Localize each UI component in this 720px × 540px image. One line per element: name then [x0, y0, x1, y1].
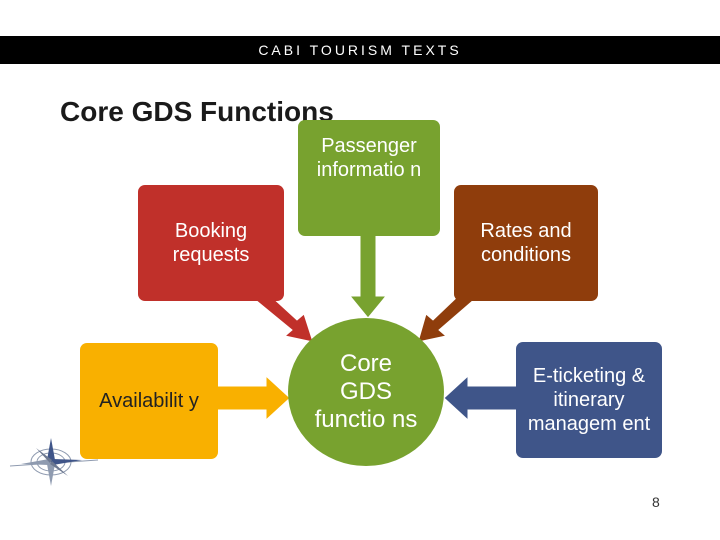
- header-banner: CABI TOURISM TEXTS: [0, 36, 720, 64]
- eticketing-label: E-ticketing & itinerary managem ent: [527, 365, 651, 435]
- availability-box: Availabilit y: [80, 343, 218, 459]
- rates-conditions-box: Rates and conditions: [454, 185, 598, 301]
- booking-arrow: [251, 297, 314, 343]
- slide-title: Core GDS Functions: [60, 96, 334, 127]
- passenger-information-box: Passenger informatio n: [298, 120, 440, 236]
- rates-arrow: [417, 297, 478, 343]
- rates-conditions-label: Rates and conditions: [480, 220, 572, 266]
- banner-text: CABI TOURISM TEXTS: [258, 42, 462, 58]
- passenger-arrow: [348, 231, 388, 319]
- page-number: 8: [652, 494, 660, 510]
- eticketing-box: E-ticketing & itinerary managem ent: [516, 342, 662, 458]
- compass-rose-icon: [9, 438, 99, 486]
- core-gds-functions-label: Core GDS functio ns: [314, 350, 418, 433]
- eticketing-arrow: [443, 374, 519, 422]
- availability-arrow: [215, 374, 291, 422]
- booking-requests-label: Booking requests: [172, 220, 250, 266]
- core-gds-functions-circle: Core GDS functio ns: [288, 318, 444, 466]
- availability-label: Availabilit y: [99, 390, 199, 412]
- booking-requests-box: Booking requests: [138, 185, 284, 301]
- passenger-information-label: Passenger informatio n: [316, 135, 422, 181]
